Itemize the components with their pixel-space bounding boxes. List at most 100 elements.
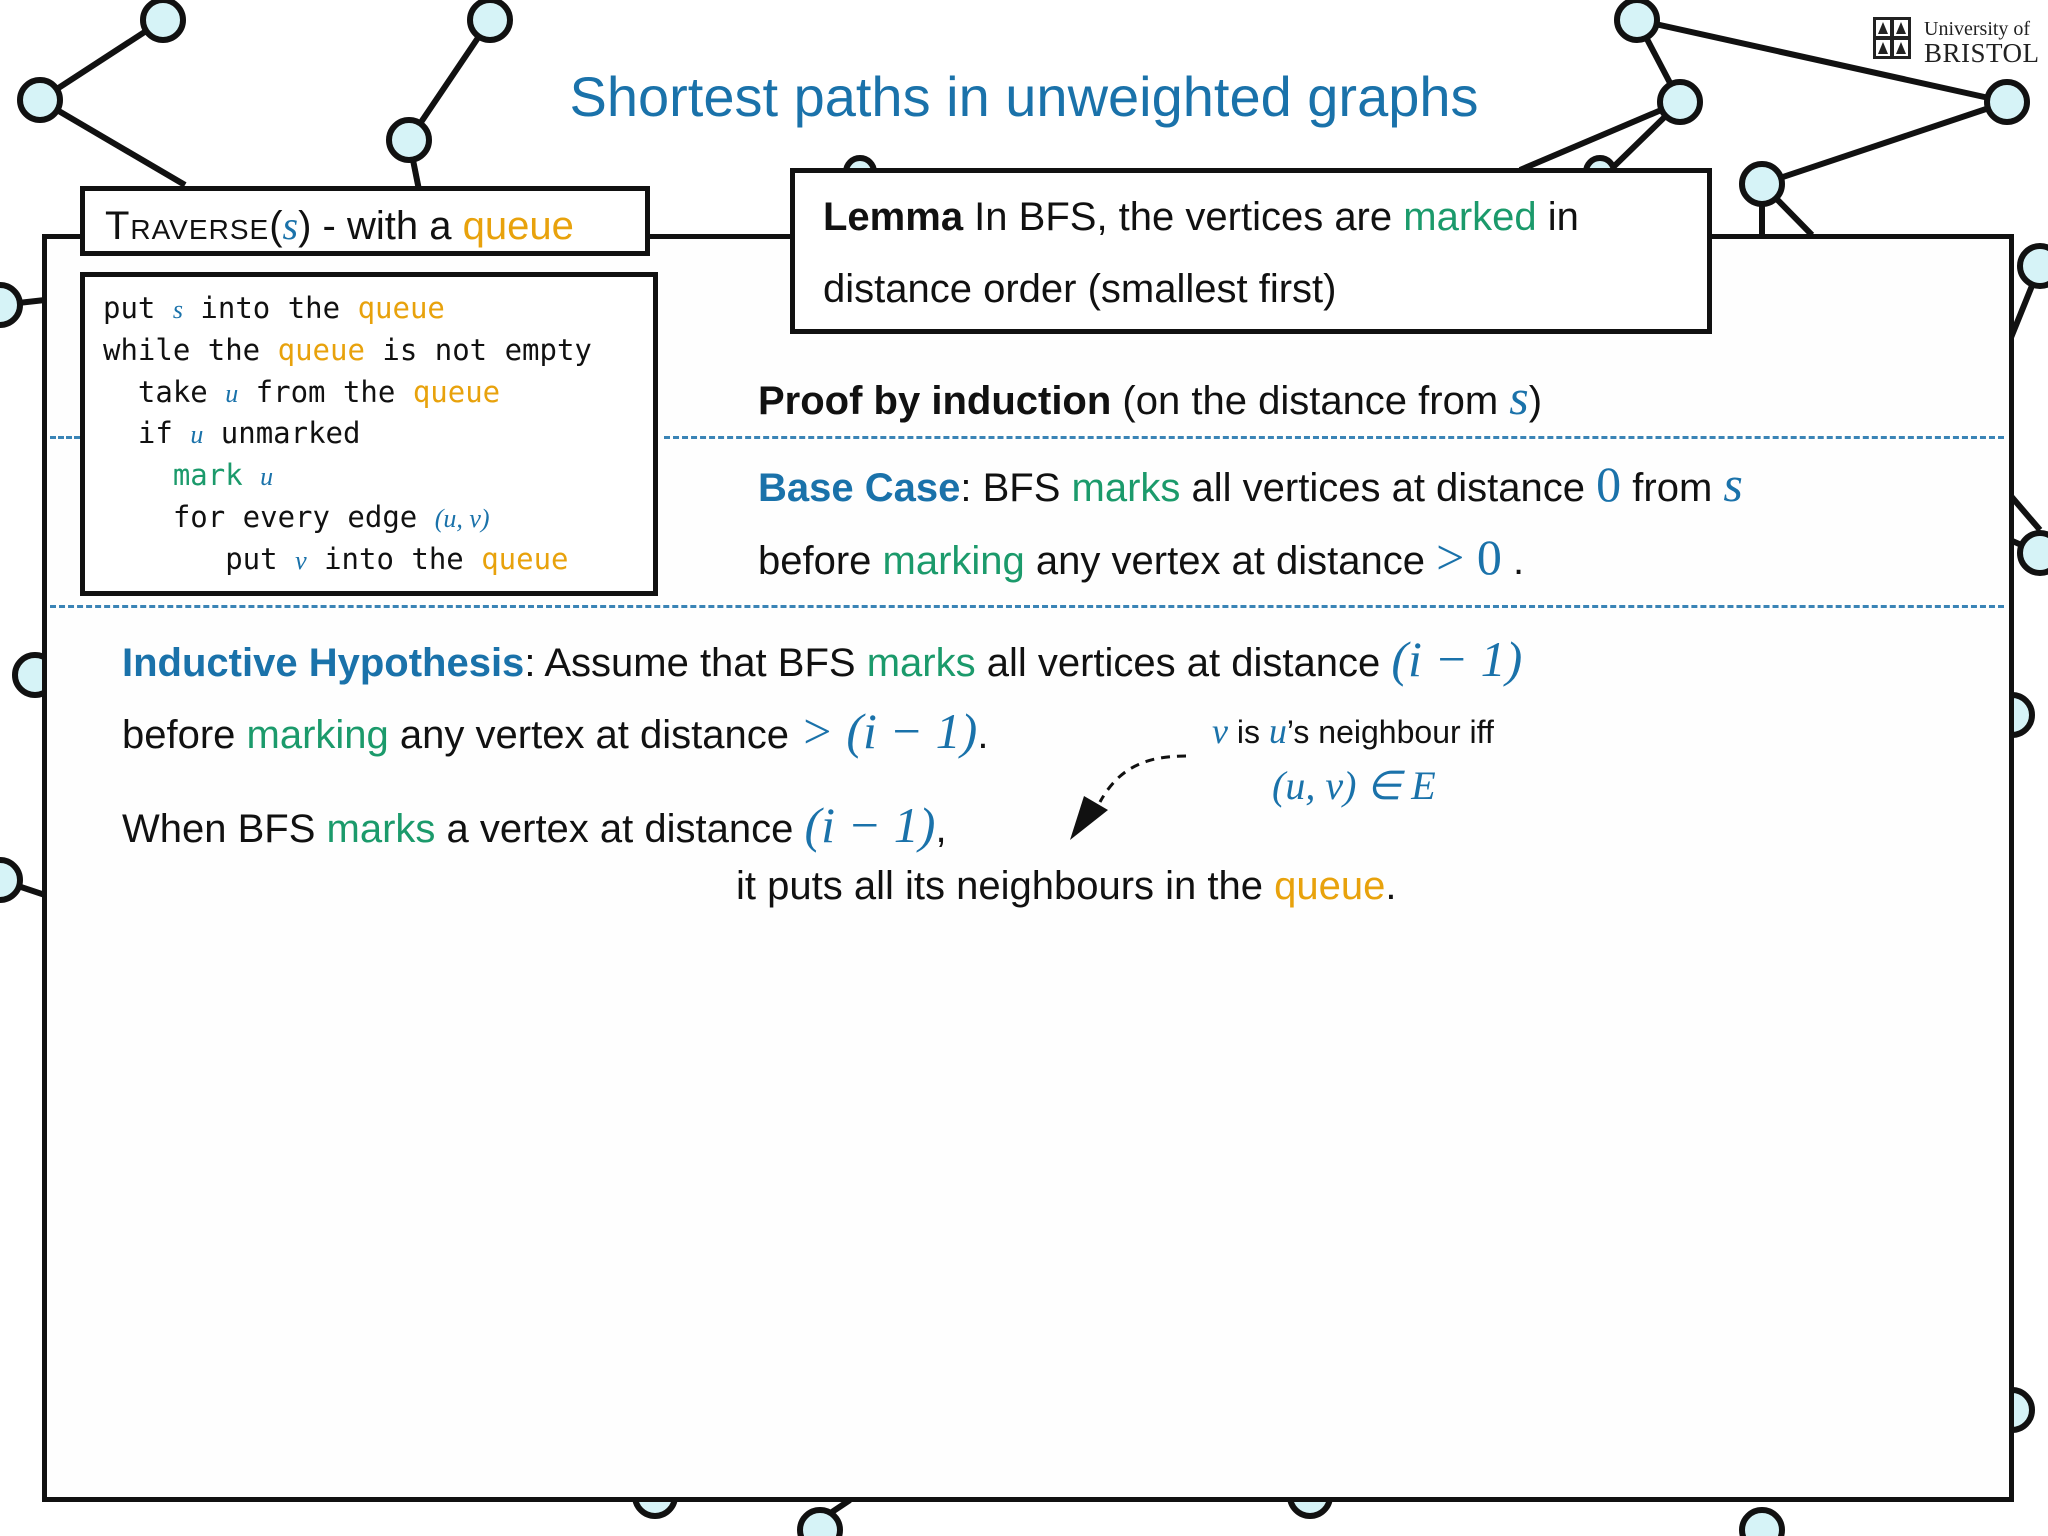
traverse-queue: queue	[462, 204, 574, 248]
base-case-s: s	[1723, 456, 1743, 512]
proof-heading: Proof by induction (on the distance from…	[758, 368, 1542, 426]
base-case-mid: any vertex at distance	[1024, 539, 1437, 583]
code-line: put s into the queue	[103, 291, 445, 325]
hypothesis-line-1: Inductive Hypothesis: Assume that BFS ma…	[122, 630, 1522, 688]
code-text	[243, 458, 260, 492]
base-case-line-2: before marking any vertex at distance > …	[758, 528, 1524, 586]
proof-label: Proof by induction	[758, 379, 1112, 423]
traverse-name: Traverse	[105, 204, 270, 248]
hypothesis-line-2: before marking any vertex at distance > …	[122, 702, 988, 760]
traverse-suffix: - with a	[311, 204, 463, 248]
code-text: from the	[238, 374, 413, 409]
code-queue: queue	[481, 541, 569, 576]
hypothesis-gt-expr: > (i − 1)	[800, 703, 978, 759]
dashed-divider	[50, 436, 80, 439]
traverse-heading: Traverse(s) - with a queue	[80, 186, 650, 256]
proof-text: (on the distance from	[1111, 379, 1510, 423]
code-text: while the	[103, 332, 278, 367]
code-variable: u	[190, 420, 204, 450]
when-marks: marks	[326, 807, 436, 851]
code-text: into the	[306, 541, 482, 576]
code-line: mark u	[103, 458, 273, 492]
code-text: take	[103, 374, 226, 409]
base-case-gt0: > 0	[1436, 529, 1502, 585]
code-text: if	[103, 416, 191, 451]
code-queue: queue	[357, 291, 445, 325]
code-variable: u	[260, 462, 274, 492]
when-expr: (i − 1)	[804, 797, 936, 853]
code-line: while the queue is not empty	[103, 333, 592, 367]
code-line: if u unmarked	[103, 416, 361, 451]
lemma-marked: marked	[1403, 195, 1537, 239]
when-before: When BFS	[122, 807, 327, 851]
code-variable: v	[295, 545, 307, 575]
lemma-text: In BFS, the vertices are	[963, 195, 1404, 239]
note-u: u	[1268, 711, 1287, 751]
code-line: for every edge (u, v)	[103, 500, 490, 534]
code-text: is not empty	[364, 332, 592, 367]
code-text: unmarked	[203, 416, 361, 451]
lemma-box: Lemma In BFS, the vertices are marked in…	[790, 168, 1712, 334]
traverse-arg: s	[282, 203, 299, 248]
hypothesis-before: before	[122, 713, 247, 757]
hypothesis-label: Inductive Hypothesis	[122, 641, 525, 685]
base-case-text-2: all vertices at distance	[1180, 466, 1597, 510]
lemma-label: Lemma	[823, 195, 964, 239]
code-text: into the	[182, 291, 358, 325]
base-case-before: before	[758, 539, 883, 583]
code-variable: (u, v)	[434, 504, 490, 533]
hypothesis-dot: .	[977, 713, 989, 757]
dashed-divider	[50, 605, 2004, 608]
code-text: put	[103, 291, 173, 325]
proof-var: s	[1509, 369, 1529, 425]
code-text	[103, 458, 173, 492]
note-rest: ’s neighbour iff	[1286, 714, 1494, 750]
dashed-divider	[664, 436, 2004, 439]
code-text: for every edge	[103, 500, 435, 534]
when-mid: a vertex at distance	[435, 807, 805, 851]
base-case-from: from	[1621, 466, 1724, 510]
base-case-marking: marking	[882, 539, 1025, 583]
hypothesis-expr: (i − 1)	[1391, 631, 1523, 687]
code-mark: mark	[172, 458, 243, 493]
when-comma: ,	[935, 807, 947, 851]
hypothesis-mid: any vertex at distance	[388, 713, 801, 757]
hypothesis-marks: marks	[866, 641, 976, 685]
logo-line-1: University of	[1924, 18, 2031, 40]
logo-line-2: BRISTOL	[1924, 38, 2040, 68]
lemma-line-1: Lemma In BFS, the vertices are marked in	[823, 195, 1579, 240]
university-logo: University of BRISTOL	[1872, 14, 2040, 68]
lemma-text-end: in	[1536, 195, 1579, 239]
base-case-text: : BFS	[960, 466, 1072, 510]
puts-text: it puts all its neighbours in the	[736, 864, 1275, 908]
base-case-line-1: Base Case: BFS marks all vertices at dis…	[758, 455, 1743, 513]
puts-line: it puts all its neighbours in the queue.	[736, 864, 1396, 909]
base-case-marks: marks	[1071, 466, 1181, 510]
code-queue: queue	[277, 332, 365, 367]
code-queue: queue	[412, 374, 501, 409]
base-case-label: Base Case	[758, 466, 961, 510]
code-text: put	[103, 541, 296, 576]
dashed-arrow-icon	[1070, 754, 1187, 840]
code-variable: u	[225, 378, 239, 408]
note-v: v	[1212, 711, 1228, 751]
note-is: is	[1227, 714, 1269, 750]
code-line: put v into the queue	[103, 541, 569, 576]
base-case-dot: .	[1501, 539, 1525, 583]
code-variable: s	[172, 295, 183, 324]
base-case-zero: 0	[1596, 456, 1622, 512]
code-line: take u from the queue	[103, 375, 500, 409]
note-expr: (u, v) ∈ E	[1272, 763, 1436, 808]
crest-icon	[1873, 17, 1911, 59]
puts-queue: queue	[1274, 864, 1386, 908]
lemma-line-2: distance order (smallest first)	[823, 267, 1337, 311]
hypothesis-text: : Assume that BFS	[524, 641, 867, 685]
when-line: When BFS marks a vertex at distance (i −…	[122, 796, 947, 854]
puts-dot: .	[1385, 864, 1397, 908]
hypothesis-text-2: all vertices at distance	[975, 641, 1392, 685]
hypothesis-marking: marking	[246, 713, 389, 757]
slide-title: Shortest paths in unweighted graphs	[569, 65, 1479, 128]
neighbour-note: v is u’s neighbour iff	[1212, 710, 1494, 752]
proof-close: )	[1528, 379, 1543, 423]
